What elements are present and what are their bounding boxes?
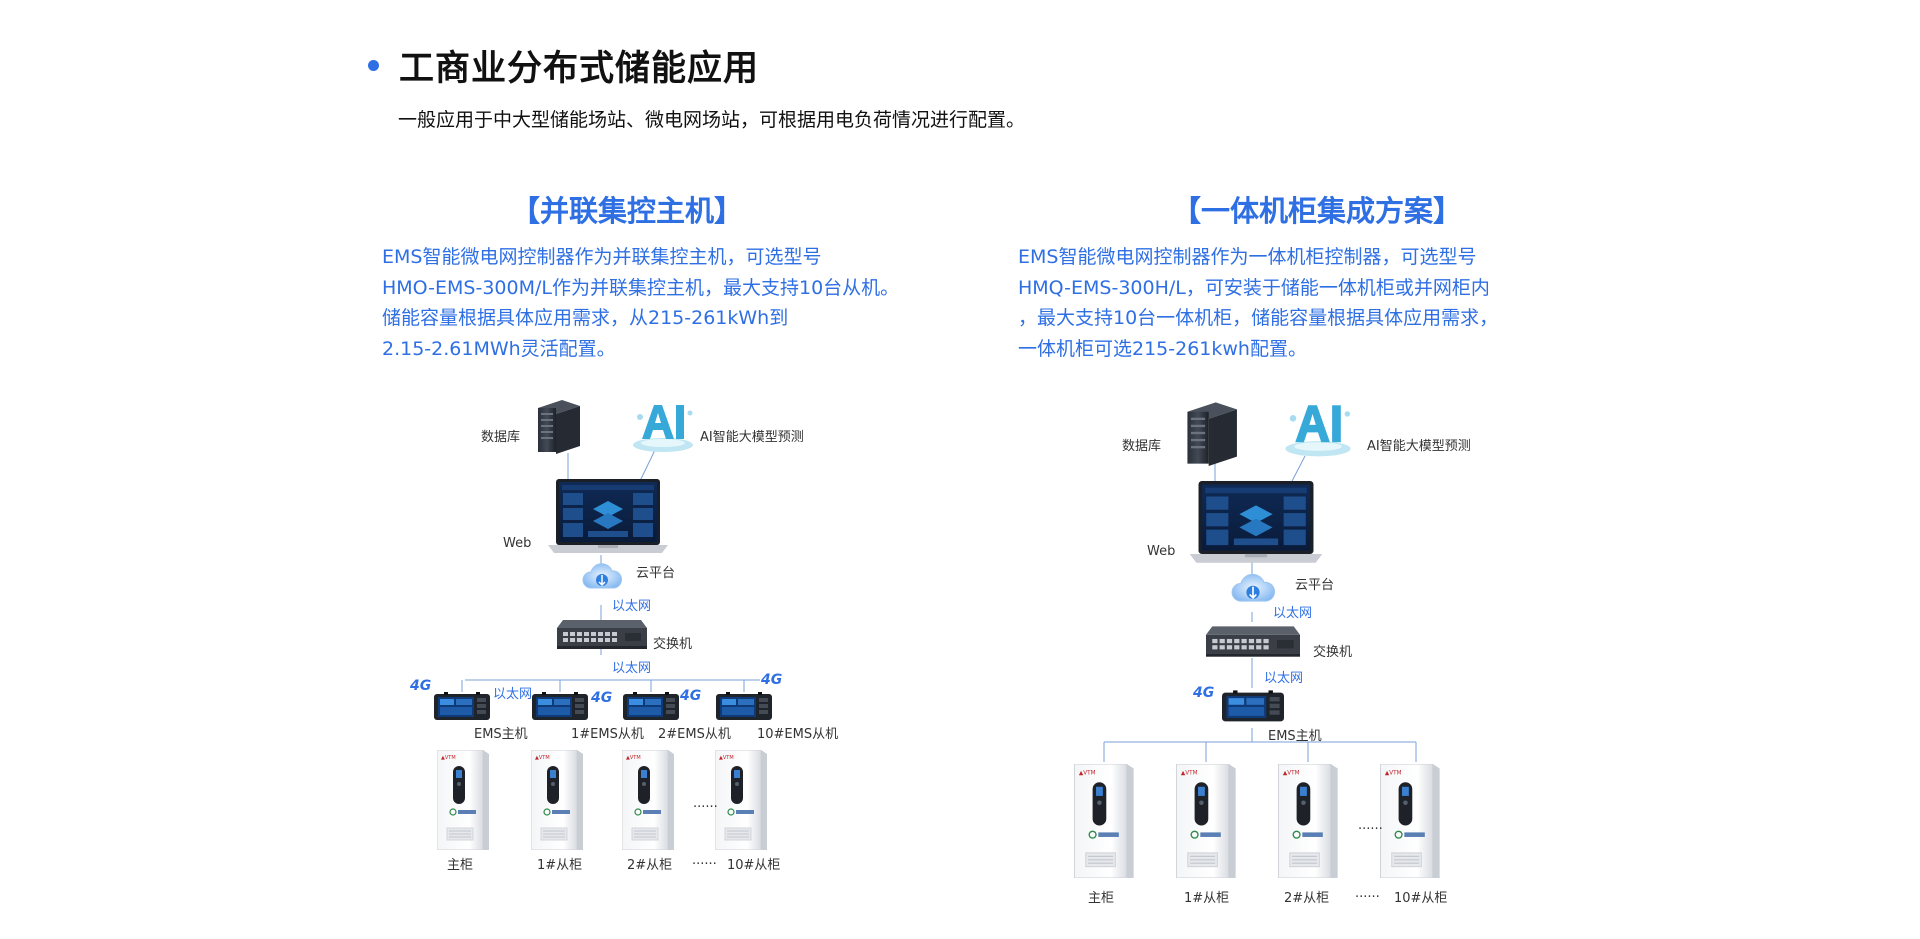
left-ems-master-controller-icon xyxy=(434,692,490,720)
left-label-ethernet-2: 以太网 xyxy=(612,661,651,676)
right-label-ethernet-2: 以太网 xyxy=(1264,671,1303,686)
left-label-ai: AI智能大模型预测 xyxy=(700,430,804,445)
right-label-ai: AI智能大模型预测 xyxy=(1367,439,1471,454)
left-label-cabinet: 1#从柜 xyxy=(537,858,582,873)
right-label-database: 数据库 xyxy=(1122,438,1161,454)
right-ems-controller-icon xyxy=(1222,690,1284,721)
right-label-cloud: 云平台 xyxy=(1295,578,1334,593)
left-label-cabinet: 主柜 xyxy=(447,858,473,873)
left-cabinet-master-icon xyxy=(437,750,489,850)
left-label-ethernet-3: 以太网 xyxy=(493,687,532,702)
left-label-controller: 10#EMS从机 xyxy=(757,727,838,742)
right-ai-model-icon xyxy=(1285,405,1350,456)
right-cabinet-slave1-icon xyxy=(1176,764,1235,878)
right-label-cabinet: 1#从柜 xyxy=(1184,891,1229,906)
left-cabinet-slave2-icon xyxy=(622,750,674,850)
left-database-server-icon xyxy=(538,400,580,454)
right-label-cabinet: 10#从柜 xyxy=(1394,891,1447,906)
left-label-cabinet: 10#从柜 xyxy=(727,858,780,873)
right-label-ethernet-1: 以太网 xyxy=(1273,606,1312,621)
left-ems-slave1-controller-icon xyxy=(532,692,588,720)
right-cabinet-slave10-icon xyxy=(1380,764,1439,878)
left-label-controller: 2#EMS从机 xyxy=(658,727,731,742)
right-ellipsis: ...... xyxy=(1358,818,1383,833)
left-label-ethernet-1: 以太网 xyxy=(612,599,651,614)
left-cabinet-slave10-icon xyxy=(715,750,767,850)
left-ems-slave2-controller-icon xyxy=(623,692,679,720)
left-web-laptop-icon xyxy=(548,479,668,553)
left-label-switch: 交换机 xyxy=(653,636,692,652)
right-4g-icon: 4G xyxy=(1192,685,1214,701)
left-4g-icon: 4G xyxy=(679,688,701,704)
right-cloud-platform-icon xyxy=(1232,574,1274,601)
right-ellipsis: ...... xyxy=(1355,886,1380,901)
left-switch-icon xyxy=(557,620,647,649)
left-ems-slave10-controller-icon xyxy=(716,692,772,720)
left-label-controller: 1#EMS从机 xyxy=(571,727,644,742)
right-switch-icon xyxy=(1206,626,1300,656)
left-cabinet-slave1-icon xyxy=(531,750,583,850)
right-cabinet-slave2-icon xyxy=(1278,764,1337,878)
right-label-cabinet: 主柜 xyxy=(1088,891,1114,906)
left-label-cloud: 云平台 xyxy=(636,566,675,581)
right-label-cabinet: 2#从柜 xyxy=(1284,891,1329,906)
left-label-controller: EMS主机 xyxy=(474,727,528,742)
left-label-database: 数据库 xyxy=(481,429,520,445)
left-cloud-platform-icon xyxy=(583,564,622,588)
right-database-server-icon xyxy=(1187,402,1237,466)
right-label-web: Web xyxy=(1147,544,1175,559)
left-4g-icon: 4G xyxy=(760,672,782,688)
left-ai-model-icon xyxy=(633,405,693,452)
right-cabinet-master-icon xyxy=(1074,764,1133,878)
left-ellipsis: ...... xyxy=(693,796,718,811)
left-ellipsis: ...... xyxy=(692,853,717,868)
left-label-web: Web xyxy=(503,536,531,551)
left-4g-icon: 4G xyxy=(409,678,431,694)
right-label-switch: 交换机 xyxy=(1313,644,1352,660)
right-web-laptop-icon xyxy=(1190,481,1323,563)
left-4g-icon: 4G xyxy=(590,690,612,706)
left-label-cabinet: 2#从柜 xyxy=(627,858,672,873)
right-label-controller: EMS主机 xyxy=(1268,729,1322,744)
